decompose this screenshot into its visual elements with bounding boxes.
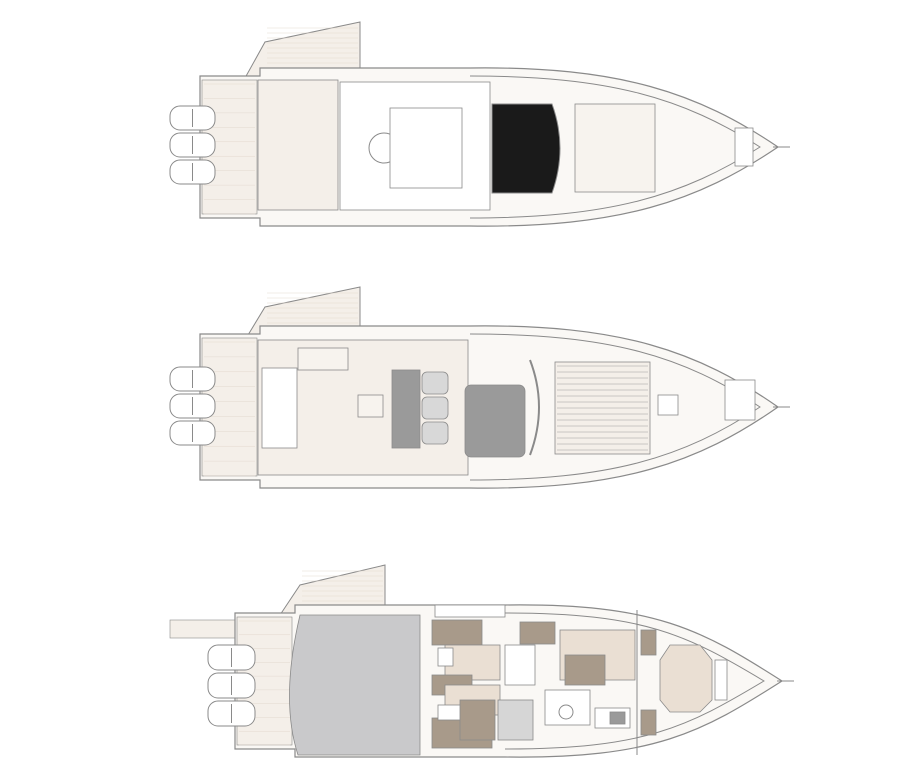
forward-cabinet	[640, 709, 657, 736]
toilet-icon	[558, 704, 574, 720]
anchor-locker	[734, 127, 754, 167]
aft-sun-deck	[257, 79, 339, 211]
helm-seat	[421, 371, 449, 395]
hull-window	[434, 604, 506, 618]
anchor-locker	[724, 379, 756, 421]
deck-hatch	[357, 394, 384, 418]
bow-hatch	[657, 394, 679, 416]
cockpit-table	[297, 347, 349, 371]
plan-view-open-deck	[169, 286, 790, 489]
gunwale-line	[469, 333, 761, 481]
helm-console	[464, 384, 526, 458]
cooktop-icon	[609, 711, 626, 725]
pillow	[437, 647, 454, 667]
windshield	[491, 103, 561, 194]
shower	[497, 699, 534, 741]
cabinet	[459, 699, 496, 741]
cockpit-floor	[289, 614, 421, 756]
gunwale-line	[469, 75, 761, 219]
wet-bar	[391, 369, 421, 449]
roof-hatch	[389, 107, 463, 189]
companionway-stairs	[504, 644, 536, 686]
aft-cabin-storage	[431, 619, 483, 646]
forward-cabinet	[640, 629, 657, 656]
galley-cabinet	[519, 621, 556, 645]
plan-view-interior	[169, 564, 794, 758]
pillow	[714, 659, 728, 701]
bow-sunpad	[574, 103, 656, 193]
helm-seat	[421, 421, 449, 445]
aft-bench-seat	[261, 367, 298, 449]
forward-vberth	[659, 644, 713, 713]
dinette-table	[564, 654, 606, 686]
plan-view-hardtop	[169, 21, 790, 227]
windshield-frame	[529, 359, 540, 456]
gunwale-line	[504, 612, 765, 750]
helm-seat	[421, 396, 449, 420]
aft-cabin-berth-port	[444, 644, 501, 681]
